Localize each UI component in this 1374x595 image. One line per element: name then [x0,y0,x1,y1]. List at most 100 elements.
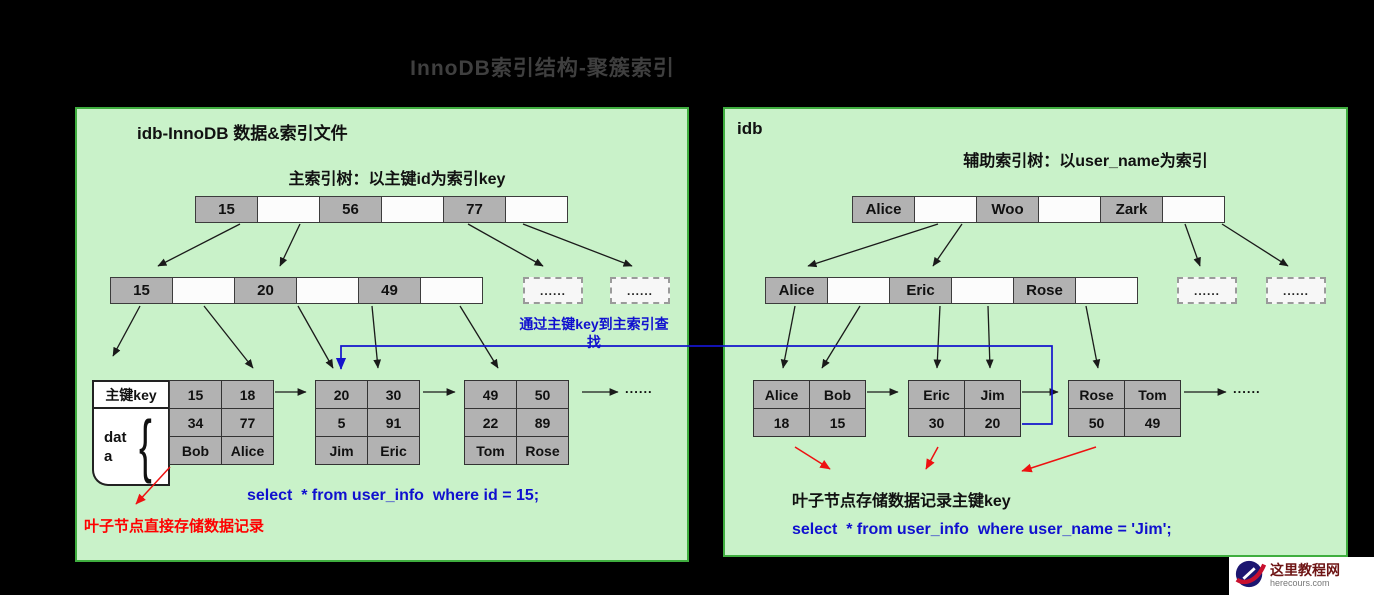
index-key-cell: 15 [195,196,258,223]
leaf-cell: 15 [809,408,866,437]
left-panel-subtitle: 主索引树：以主键id为索引key [288,171,506,188]
primary-root-node: 15 56 77 [195,196,568,223]
leaf-cell: 49 [464,380,517,409]
more-leaves-ellipsis: ...... [1233,381,1261,396]
leaf-cell: Tom [1124,380,1181,409]
site-watermark[interactable]: 这里教程网 herecours.com [1229,557,1374,595]
data-label: dat a [92,409,170,486]
leaf-cell: 77 [221,408,274,437]
pointer-cell [914,196,977,223]
leaf-cell: Rose [516,436,569,465]
pointer-cell [172,277,235,304]
leaf-cell: 34 [169,408,222,437]
leaf-cell: 18 [753,408,810,437]
overflow-node-box: ...... [610,277,670,304]
index-key-cell: 15 [110,277,173,304]
page-title: InnoDB索引结构-聚簇索引 [410,57,675,80]
leaf-cell: Bob [169,436,222,465]
leaf-cell: 20 [315,380,368,409]
index-key-cell: Alice [765,277,828,304]
leaf-cell: 49 [1124,408,1181,437]
leaf-cell: Jim [964,380,1021,409]
leaf-cell: 15 [169,380,222,409]
pointer-cell [951,277,1014,304]
site-name: 这里教程网 [1270,562,1340,579]
overflow-node-box: ...... [523,277,583,304]
pointer-cell [1162,196,1225,223]
leaf-cell: 5 [315,408,368,437]
index-key-cell: Rose [1013,277,1076,304]
pointer-cell [827,277,890,304]
leaf-cell: Tom [464,436,517,465]
right-panel-subtitle: 辅助索引树：以user_name为索引 [963,153,1208,170]
secondary-sql-query: select * from user_info where user_name … [792,521,1172,538]
pointer-cell [296,277,359,304]
pointer-cell [505,196,568,223]
left-panel-title: idb-InnoDB 数据&索引文件 [137,124,348,143]
site-domain: herecours.com [1270,577,1330,588]
leaf-cell: 20 [964,408,1021,437]
leaf-cell: Eric [367,436,420,465]
more-leaves-ellipsis: ...... [625,381,653,396]
overflow-node-box: ...... [1266,277,1326,304]
leaf-cell: 18 [221,380,274,409]
secondary-leaf-note: 叶子节点存储数据记录主键key [792,493,1011,510]
pointer-cell [420,277,483,304]
leaf-cell: Eric [908,380,965,409]
pointer-cell [1075,277,1138,304]
leaf-cell: 30 [367,380,420,409]
lookup-note: 通过主键key到主索引查找 [519,316,669,350]
index-key-cell: 56 [319,196,382,223]
brace-glyph: { [139,406,152,484]
index-key-cell: 49 [358,277,421,304]
leaf-cell: 91 [367,408,420,437]
overflow-node-box: ...... [1177,277,1237,304]
pointer-cell [257,196,320,223]
leaf-cell: 89 [516,408,569,437]
secondary-root-node: Alice Woo Zark [852,196,1225,223]
leaf-cell: Rose [1068,380,1125,409]
leaf-cell: Bob [809,380,866,409]
pointer-cell [381,196,444,223]
leaf-cell: 50 [1068,408,1125,437]
primary-index-panel: idb-InnoDB 数据&索引文件 主索引树：以主键id为索引key 15 56… [75,107,689,562]
index-key-cell: Woo [976,196,1039,223]
primary-key-label: 主键key [92,380,170,409]
right-panel-title: idb [737,119,763,138]
index-key-cell: Alice [852,196,915,223]
site-logo-icon [1234,559,1267,594]
leaf-cell: 22 [464,408,517,437]
leaf-cell: 30 [908,408,965,437]
leaf-cell: Jim [315,436,368,465]
pointer-cell [1038,196,1101,223]
index-key-cell: 77 [443,196,506,223]
index-key-cell: Zark [1100,196,1163,223]
primary-sql-query: select * from user_info where id = 15; [247,487,540,504]
secondary-index-panel: idb 辅助索引树：以user_name为索引 Alice Woo Zark Ali… [723,107,1348,557]
leaf-cell: 50 [516,380,569,409]
